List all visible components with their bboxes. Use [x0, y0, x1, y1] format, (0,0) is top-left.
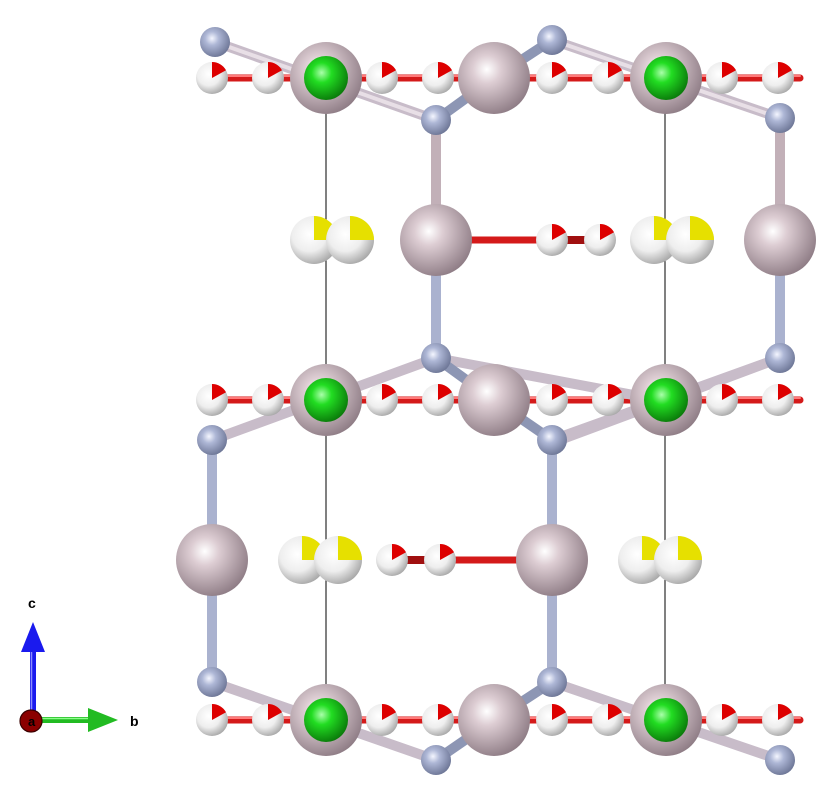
a-axis-label: a — [28, 714, 36, 729]
partial-oxygen-atom-occupancy-wedge — [382, 704, 397, 720]
partial-oxygen-atom-occupancy-wedge — [778, 62, 793, 78]
large-metal-atom — [176, 524, 248, 596]
partial-oxygen-atom-occupancy-wedge — [382, 62, 397, 78]
blue-atom — [765, 343, 795, 373]
partial-sulfur-atom-occupancy-wedge — [338, 536, 362, 560]
partial-oxygen-atom-occupancy-wedge — [600, 224, 615, 240]
large-metal-atom — [516, 524, 588, 596]
partial-sulfur-atom-occupancy-wedge — [678, 536, 702, 560]
a-axis-dot — [19, 709, 43, 733]
partial-sulfur-atom-occupancy-wedge — [690, 216, 714, 240]
atom-layer — [176, 25, 816, 775]
partial-oxygen-atom-occupancy-wedge — [552, 704, 567, 720]
partial-sulfur-atom-occupancy-wedge — [350, 216, 374, 240]
partial-oxygen-atom-occupancy-wedge — [438, 384, 453, 400]
large-metal-atom — [458, 42, 530, 114]
blue-atom — [200, 27, 230, 57]
green-metal-atom — [304, 378, 348, 422]
blue-atom — [765, 103, 795, 133]
axis-indicator: c b a — [19, 595, 139, 733]
large-metal-atom — [744, 204, 816, 276]
partial-oxygen-atom-occupancy-wedge — [778, 704, 793, 720]
partial-oxygen-atom-occupancy-wedge — [722, 384, 737, 400]
partial-oxygen-atom-occupancy-wedge — [552, 384, 567, 400]
partial-oxygen-atom-occupancy-wedge — [608, 384, 623, 400]
partial-oxygen-atom-occupancy-wedge — [778, 384, 793, 400]
blue-atom — [421, 343, 451, 373]
green-metal-atom — [644, 698, 688, 742]
partial-oxygen-atom-occupancy-wedge — [268, 62, 283, 78]
c-axis-arrow-head — [21, 622, 45, 652]
blue-atom — [421, 745, 451, 775]
partial-oxygen-atom-occupancy-wedge — [438, 62, 453, 78]
partial-oxygen-atom-occupancy-wedge — [268, 384, 283, 400]
partial-oxygen-atom-occupancy-wedge — [552, 62, 567, 78]
partial-oxygen-atom-occupancy-wedge — [438, 704, 453, 720]
partial-oxygen-atom-occupancy-wedge — [212, 704, 227, 720]
partial-oxygen-atom-occupancy-wedge — [212, 62, 227, 78]
partial-oxygen-atom-occupancy-wedge — [722, 62, 737, 78]
c-axis-label: c — [28, 595, 36, 611]
partial-oxygen-atom-occupancy-wedge — [722, 704, 737, 720]
large-metal-atom — [458, 364, 530, 436]
blue-atom — [765, 745, 795, 775]
green-metal-atom — [644, 378, 688, 422]
partial-oxygen-atom-occupancy-wedge — [392, 544, 407, 560]
b-axis-label: b — [130, 713, 139, 729]
partial-oxygen-atom-occupancy-wedge — [552, 224, 567, 240]
green-metal-atom — [304, 56, 348, 100]
blue-atom — [537, 667, 567, 697]
blue-atom — [421, 105, 451, 135]
partial-oxygen-atom-occupancy-wedge — [382, 384, 397, 400]
b-axis-arrow-head — [88, 708, 118, 732]
large-metal-atom — [400, 204, 472, 276]
blue-atom — [537, 425, 567, 455]
green-metal-atom — [304, 698, 348, 742]
partial-oxygen-atom-occupancy-wedge — [608, 62, 623, 78]
blue-atom — [537, 25, 567, 55]
large-metal-atom — [458, 684, 530, 756]
blue-atom — [197, 425, 227, 455]
metal-bond — [431, 353, 665, 405]
partial-oxygen-atom-occupancy-wedge — [212, 384, 227, 400]
green-metal-atom — [644, 56, 688, 100]
blue-atom — [197, 667, 227, 697]
partial-oxygen-atom-occupancy-wedge — [440, 544, 455, 560]
partial-oxygen-atom-occupancy-wedge — [608, 704, 623, 720]
partial-oxygen-atom-occupancy-wedge — [268, 704, 283, 720]
